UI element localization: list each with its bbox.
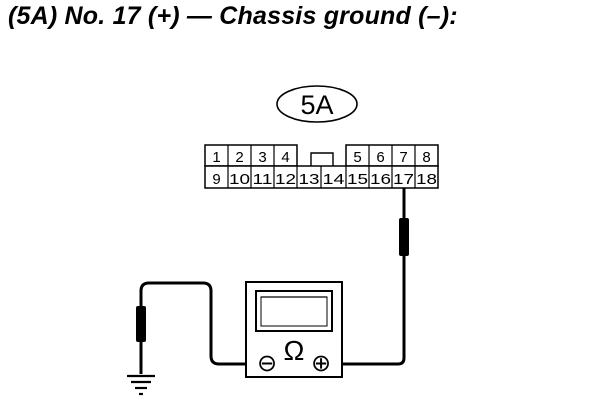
pin-10-label: 10 bbox=[229, 171, 250, 188]
pin-5-label: 5 bbox=[353, 149, 361, 166]
connector-lock-tab bbox=[310, 152, 334, 166]
ohmmeter-icon: Ω ⊖ ⊕ bbox=[245, 281, 343, 378]
pin-3-label: 3 bbox=[258, 149, 266, 166]
connector-bottom-row: 9 10 11 12 13 14 15 16 17 18 bbox=[204, 165, 439, 189]
pin-8-label: 8 bbox=[422, 149, 430, 166]
pin-12-label: 12 bbox=[275, 171, 296, 188]
pin-13-label: 13 bbox=[299, 171, 320, 188]
pin-14-label: 14 bbox=[323, 171, 345, 188]
pin-1-label: 1 bbox=[212, 149, 220, 166]
pin-9-label: 9 bbox=[212, 171, 220, 188]
negative-test-lead bbox=[136, 281, 256, 374]
connector-top-left-block: 1 2 3 4 bbox=[204, 144, 298, 167]
ohmmeter-display bbox=[255, 290, 333, 332]
ohm-symbol: Ω bbox=[284, 335, 305, 366]
pin-16-label: 16 bbox=[370, 171, 391, 188]
pin-17-label: 17 bbox=[393, 171, 414, 188]
pin-6-label: 6 bbox=[376, 149, 384, 166]
connector-label: 5A bbox=[276, 85, 358, 123]
pin-18-label: 18 bbox=[416, 171, 437, 188]
pin-2-label: 2 bbox=[235, 149, 243, 166]
negative-terminal-icon: ⊖ bbox=[257, 350, 277, 377]
ground-probe-icon bbox=[136, 306, 146, 342]
connector-5a: 1 2 3 4 5 6 7 8 bbox=[204, 144, 439, 189]
connector-top-right-block: 5 6 7 8 bbox=[345, 144, 439, 167]
positive-terminal-icon: ⊕ bbox=[311, 350, 331, 377]
pin-4-label: 4 bbox=[281, 149, 289, 166]
connector-label-text: 5A bbox=[300, 90, 333, 120]
positive-test-lead bbox=[332, 188, 409, 366]
connector-label-ellipse bbox=[276, 85, 358, 123]
chassis-ground-icon bbox=[127, 374, 155, 396]
pin-7-label: 7 bbox=[399, 149, 407, 166]
test-probe-icon bbox=[399, 218, 409, 256]
pin-11-label: 11 bbox=[253, 171, 273, 188]
page-title: (5A) No. 17 (+) — Chassis ground (–): bbox=[8, 2, 458, 30]
pin-15-label: 15 bbox=[347, 171, 368, 188]
